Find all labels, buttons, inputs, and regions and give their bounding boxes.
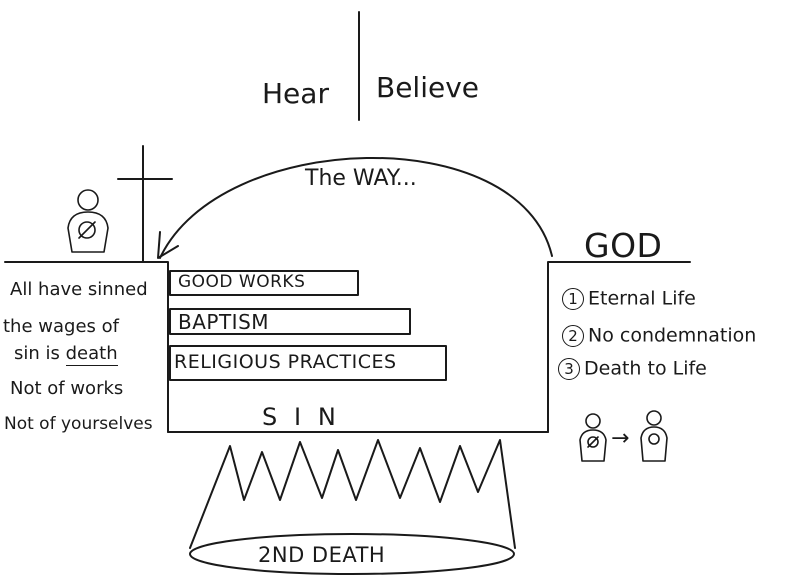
hear-label: Hear — [262, 77, 329, 110]
verse-not-of-yourselves: Not of yourselves — [4, 414, 153, 434]
benefit-text-3: Death to Life — [584, 357, 707, 380]
benefit-number-2: 2 — [562, 325, 584, 347]
barrier-good-works: GOOD WORKS — [178, 272, 306, 292]
barrier-baptism: BAPTISM — [178, 310, 270, 334]
benefit-text-1: Eternal Life — [588, 287, 696, 310]
barrier-box-religious-practices — [169, 345, 447, 381]
god-label: GOD — [584, 226, 663, 265]
transformation-arrow-icon: → — [611, 426, 630, 451]
benefit-text-2: No condemnation — [588, 324, 757, 347]
barrier-box-baptism — [169, 308, 411, 335]
verse-all-have-sinned: All have sinned — [10, 279, 148, 300]
the-way-arrowhead — [157, 231, 179, 259]
the-way-arc — [159, 156, 553, 259]
benefit-number-3: 3 — [558, 358, 580, 380]
sinful-person-icon — [67, 189, 109, 253]
before-person-icon — [579, 413, 607, 462]
after-person-icon — [640, 410, 668, 462]
verse-wages-of: the wages of — [3, 316, 119, 337]
left-cliff — [4, 261, 169, 433]
sin-label: S I N — [262, 403, 337, 431]
barrier-religious-practices: RELIGIOUS PRACTICES — [174, 351, 397, 373]
the-way-label: The WAY... — [305, 166, 417, 191]
verse-sin-is-death: sin is death — [14, 343, 118, 366]
verse-death-underlined: death — [65, 343, 118, 366]
fire-pit — [189, 439, 516, 575]
benefit-number-1: 1 — [562, 288, 584, 310]
second-death-label: 2ND DEATH — [258, 543, 386, 567]
verse-not-of-works: Not of works — [10, 378, 124, 399]
believe-label: Believe — [376, 71, 480, 104]
barrier-box-good-works — [169, 270, 359, 296]
right-cliff — [547, 261, 691, 433]
verse-sin-is: sin is — [14, 343, 60, 364]
